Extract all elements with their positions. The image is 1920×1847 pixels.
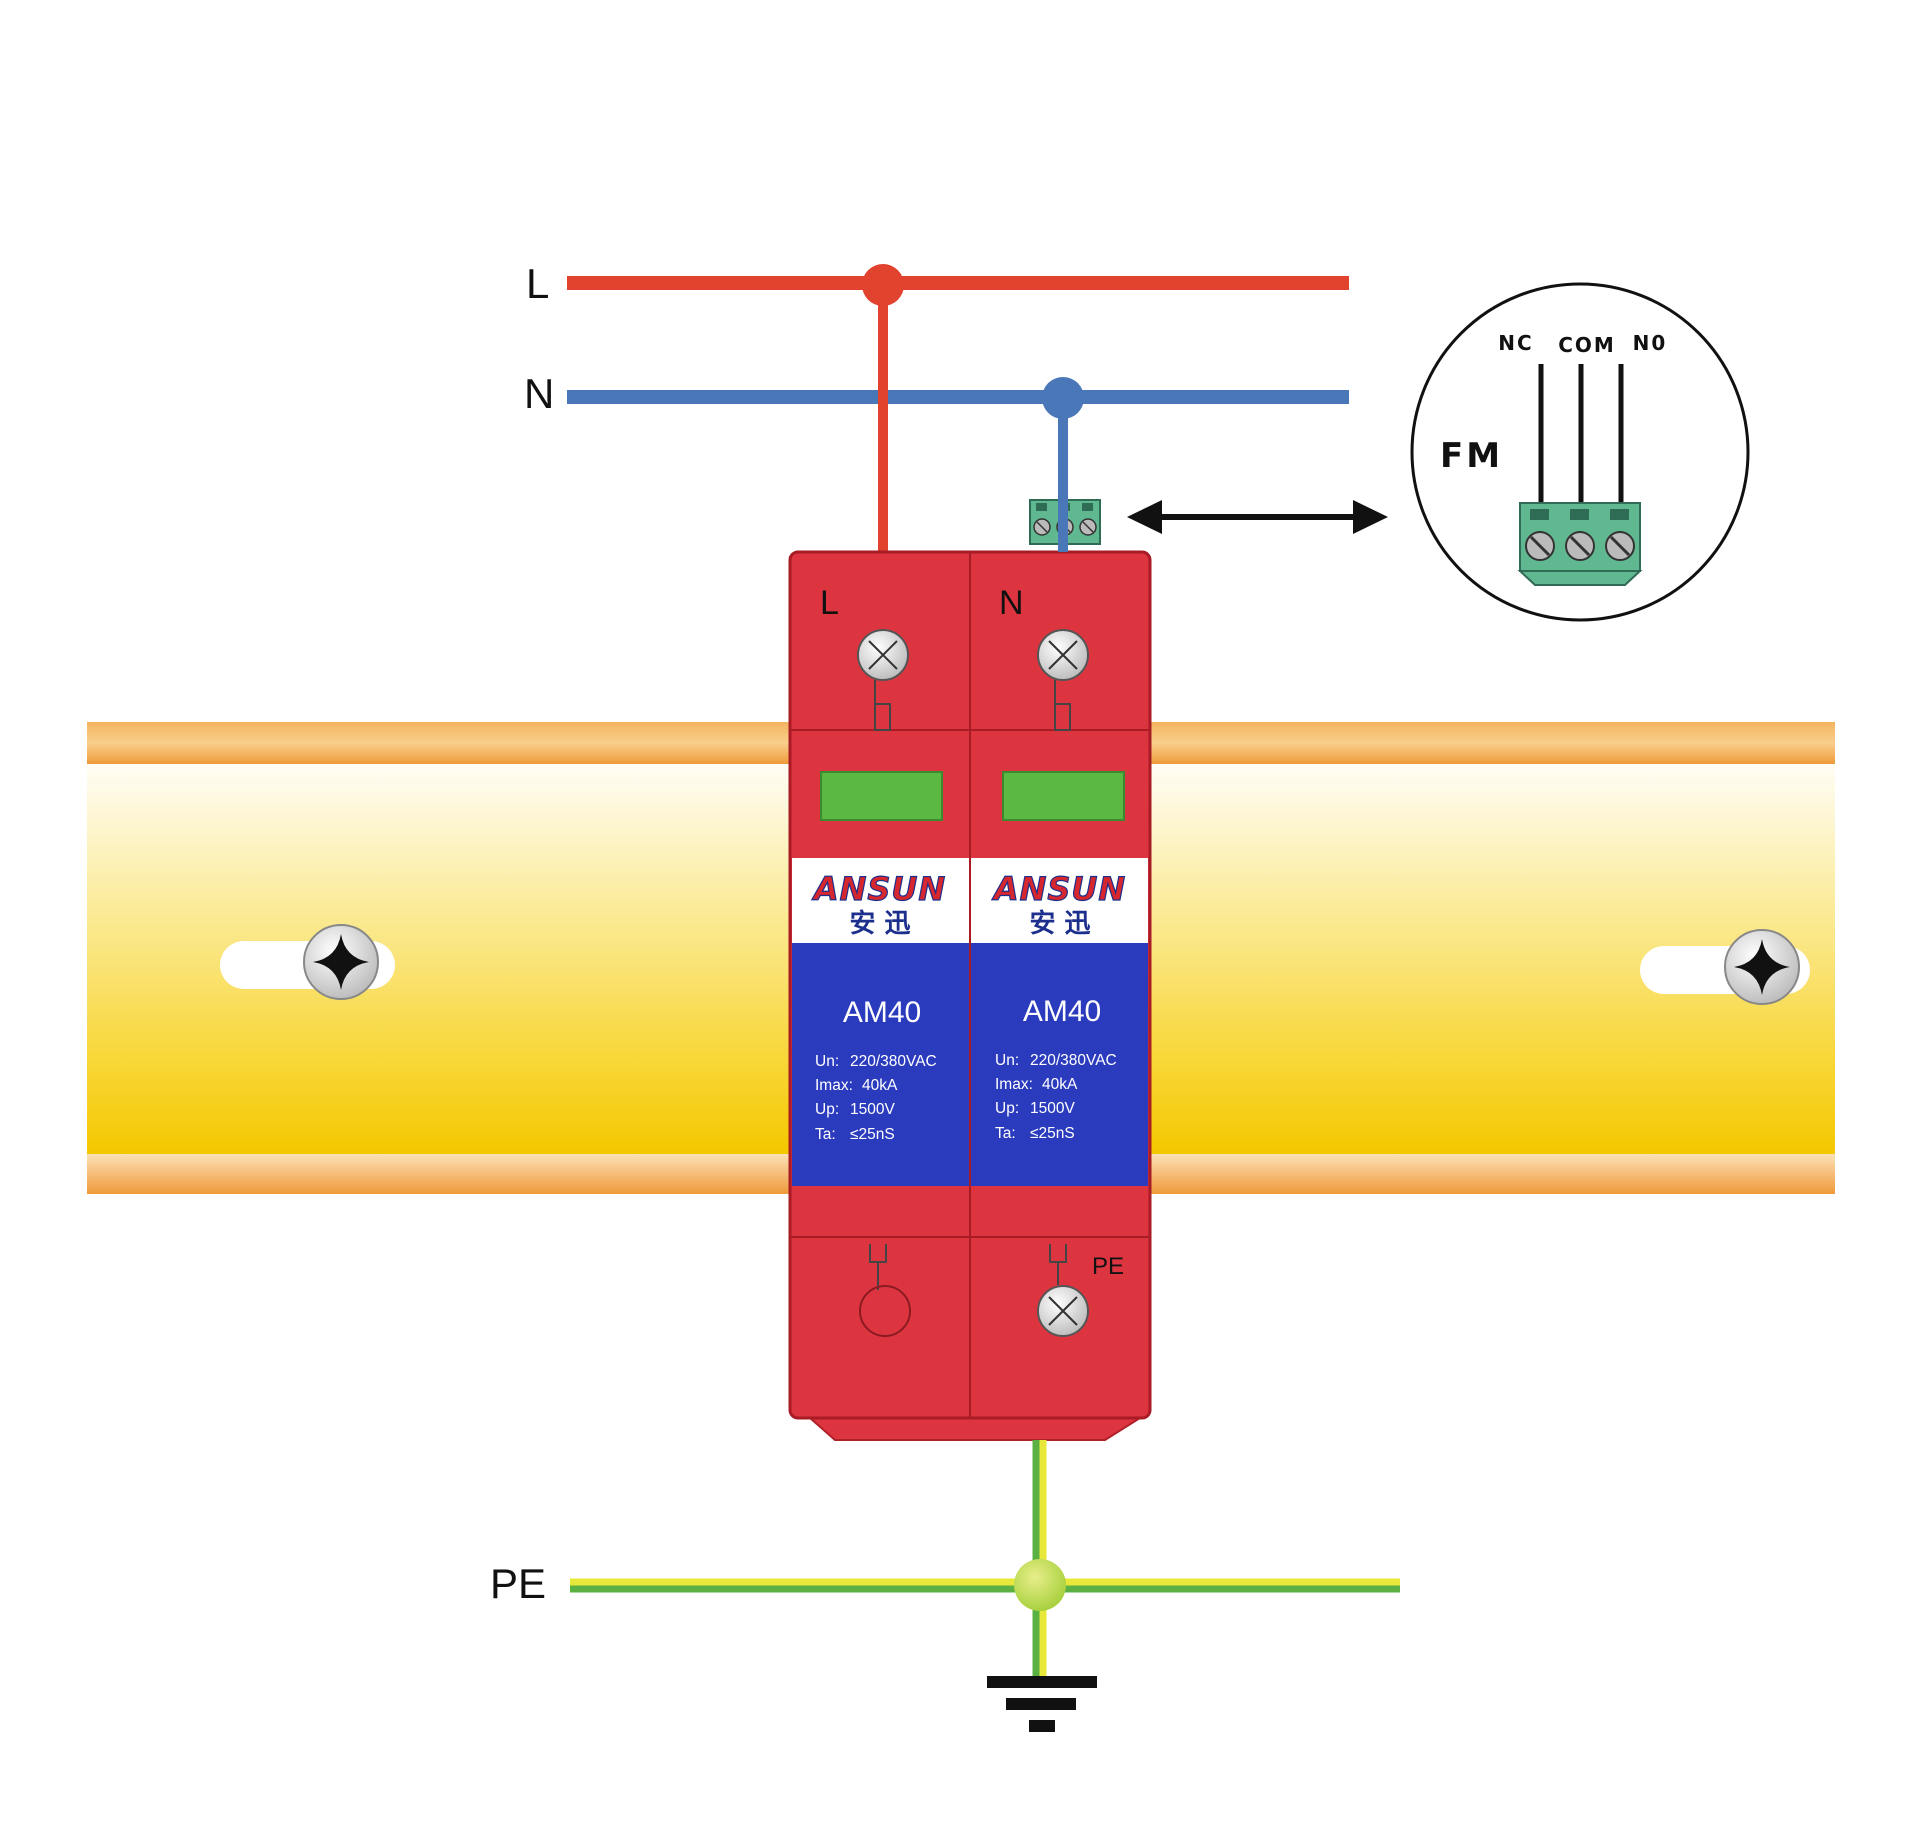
model-L: AM40 (843, 996, 921, 1029)
spec-list-N: Un: 220/380VAC Imax: 40kA Up: 1500V Ta: … (995, 1052, 1117, 1142)
pole-label-N: N (999, 584, 1024, 622)
pe-junction-node (1014, 1559, 1066, 1611)
model-N: AM40 (1023, 995, 1101, 1028)
line-label-N: N (524, 370, 554, 417)
live-junction-node (862, 264, 904, 306)
spec-key-imax-L: Imax: (815, 1077, 853, 1094)
rail-screw-right (1724, 929, 1800, 1005)
pe-line (570, 1578, 1400, 1593)
neutral-junction-node (1042, 377, 1084, 419)
spec-val-up-L: 1500V (850, 1101, 895, 1118)
terminal-clamp-N (1054, 680, 1071, 731)
bottom-clamp-N (1049, 1244, 1067, 1285)
brand-cn-N: 安 迅 (1029, 909, 1090, 939)
spec-val-imax-N: 40kA (1042, 1076, 1078, 1093)
spec-val-ta-L: ≤25nS (850, 1126, 895, 1143)
fm-pin-nc: NC (1498, 331, 1533, 355)
pole-label-L: L (820, 584, 839, 622)
spec-key-ta-L: Ta: (815, 1126, 836, 1143)
fm-pin-no: N0 (1633, 331, 1668, 355)
fm-terminal-block (1517, 502, 1643, 586)
fm-title: FM (1440, 436, 1503, 476)
brand-cn-L: 安 迅 (849, 909, 910, 939)
brand-panel-L (792, 858, 969, 943)
status-window-N (1002, 771, 1125, 821)
fm-contact-detail: FM NC COM N0 (1410, 282, 1750, 622)
bottom-clamp-L (869, 1244, 887, 1290)
fm-pin-com: COM (1558, 333, 1616, 357)
ground-symbol (987, 1676, 1097, 1732)
terminal-screw-L[interactable] (857, 629, 909, 681)
terminal-clamp-L (874, 680, 891, 731)
spec-key-imax-N: Imax: (995, 1076, 1033, 1093)
line-label-PE: PE (490, 1560, 546, 1607)
line-label-L: L (526, 260, 549, 307)
surge-protector: L ANSUN 安 迅 AM40 Un: 220/380VAC Imax: 40… (788, 550, 1152, 1441)
spec-key-ta-N: Ta: (995, 1125, 1016, 1142)
spec-val-ta-N: ≤25nS (1030, 1125, 1075, 1142)
spec-val-imax-L: 40kA (862, 1077, 898, 1094)
spec-key-un-N: Un: (995, 1052, 1019, 1069)
spec-val-un-N: 220/380VAC (1030, 1052, 1117, 1069)
brand-latin-L: ANSUN (811, 870, 946, 908)
double-arrow (1127, 500, 1388, 534)
spec-panel-N (971, 943, 1148, 1186)
spec-val-un-L: 220/380VAC (850, 1053, 937, 1070)
spec-list-L: Un: 220/380VAC Imax: 40kA Up: 1500V Ta: … (815, 1053, 937, 1143)
spec-key-up-L: Up: (815, 1101, 839, 1118)
status-window-L (820, 771, 943, 821)
spec-panel-L (792, 943, 969, 1186)
blank-terminal-L (859, 1285, 911, 1337)
rail-screw-left (303, 924, 379, 1000)
module-base-lip (807, 1417, 1144, 1441)
spec-val-up-N: 1500V (1030, 1100, 1075, 1117)
brand-latin-N: ANSUN (991, 870, 1126, 908)
brand-panel-N (971, 858, 1148, 943)
spec-key-un-L: Un: (815, 1053, 839, 1070)
spec-key-up-N: Up: (995, 1100, 1019, 1117)
terminal-screw-PE[interactable] (1037, 1285, 1089, 1337)
terminal-screw-N[interactable] (1037, 629, 1089, 681)
pole-label-PE: PE (1092, 1253, 1124, 1280)
earth-drop-wire (1032, 1440, 1047, 1676)
